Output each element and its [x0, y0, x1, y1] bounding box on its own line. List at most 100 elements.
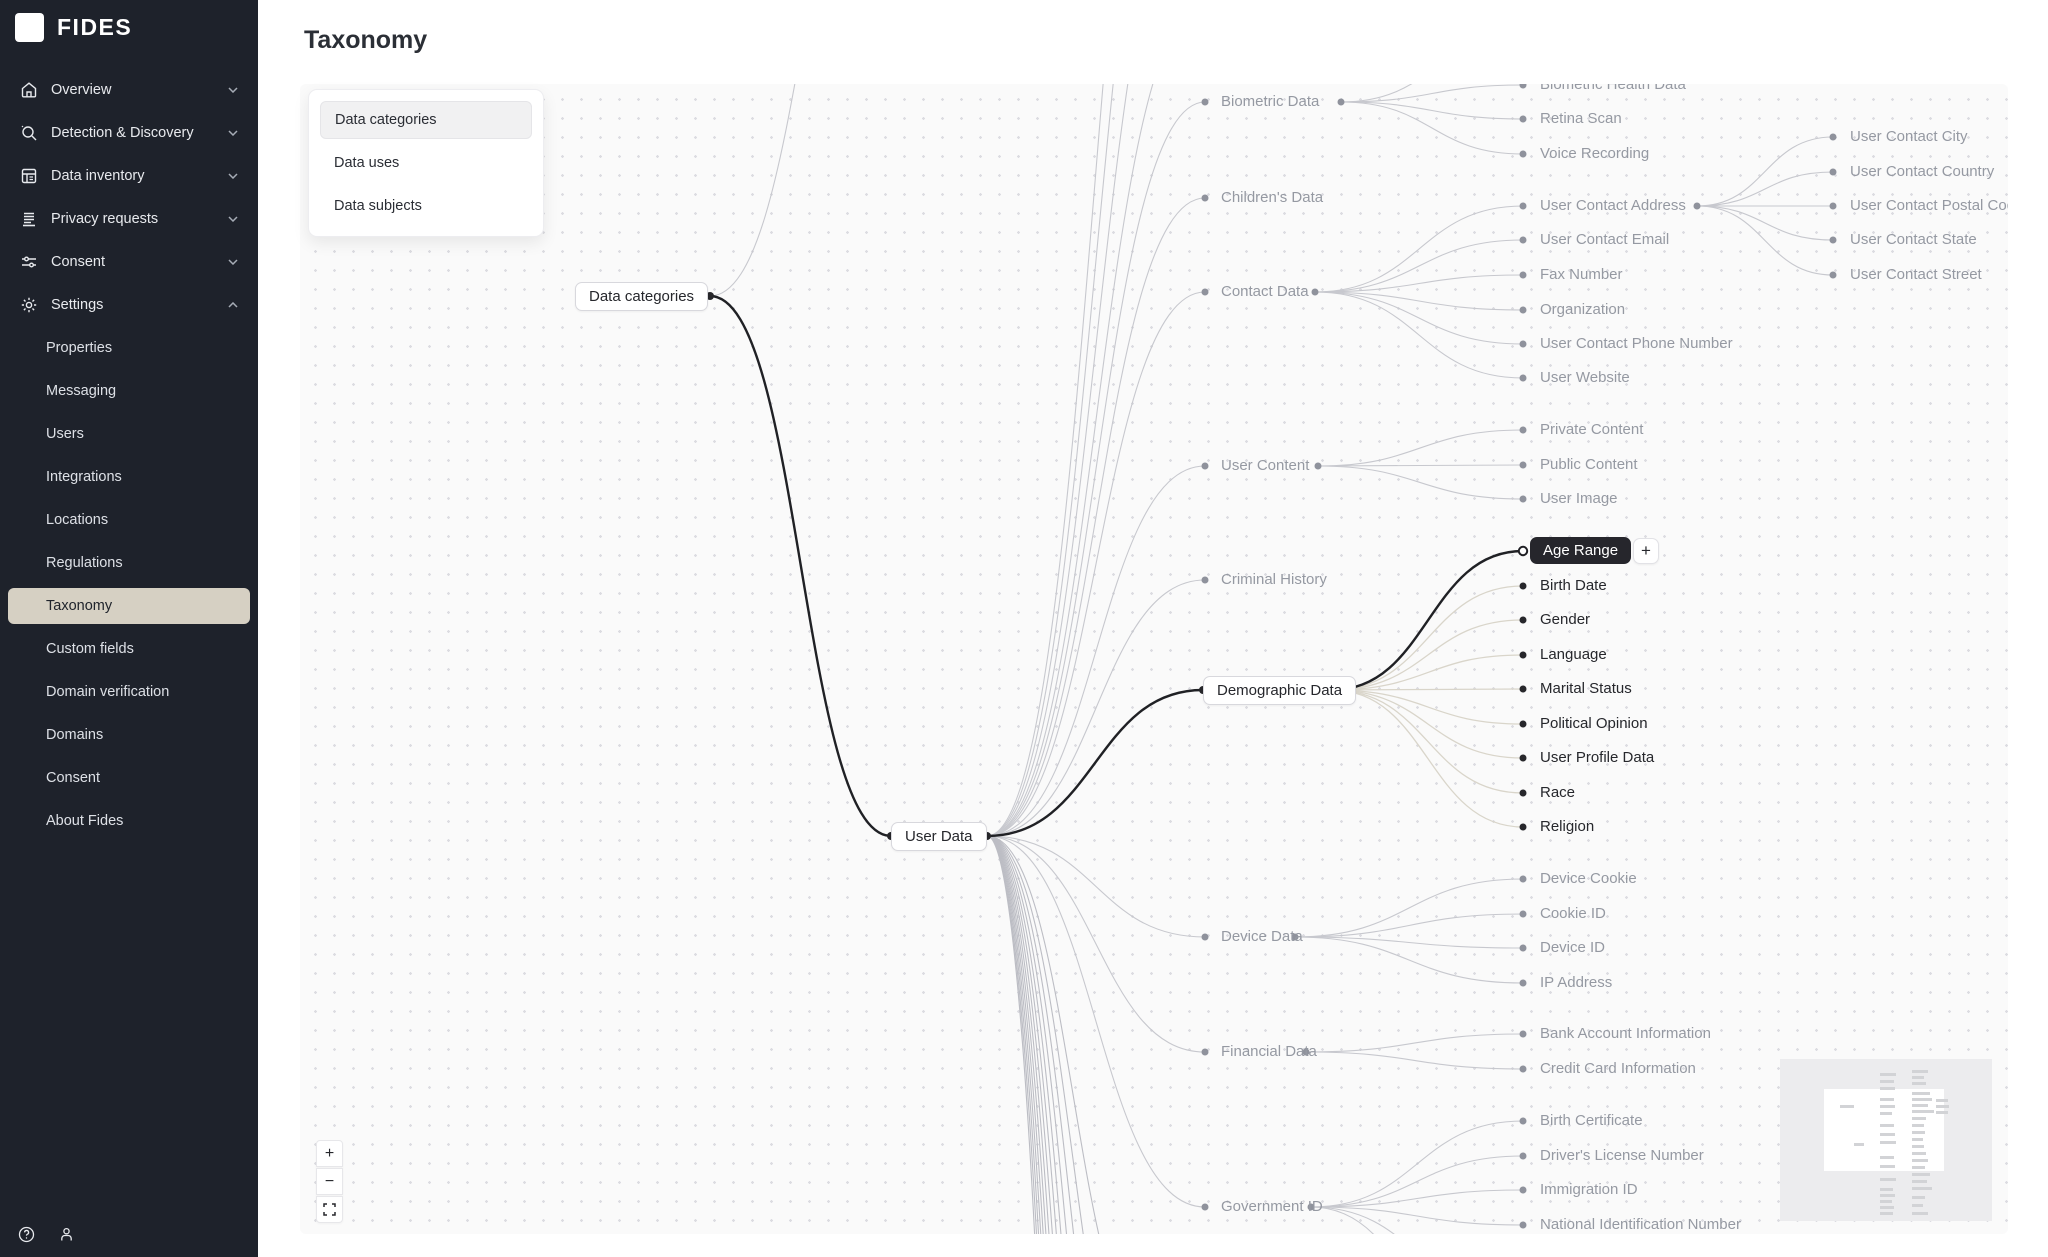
- tree-node-user-contact-country[interactable]: User Contact Country: [1850, 163, 1995, 180]
- tree-node-user-contact-phone-number[interactable]: User Contact Phone Number: [1540, 335, 1733, 352]
- tree-node-user-content[interactable]: User Content: [1221, 457, 1310, 474]
- tree-edges-demographic: [1331, 585, 1524, 828]
- sub-item-label: Consent: [46, 769, 101, 786]
- tree-node-biometric-health-data[interactable]: Biometric Health Data: [1540, 84, 1686, 93]
- page-title: Taxonomy: [304, 26, 428, 54]
- tree-node-public-content[interactable]: Public Content: [1540, 456, 1638, 473]
- sub-item-label: Regulations: [46, 554, 123, 571]
- chevron-down-icon: [228, 258, 238, 265]
- sidebar-item-about-fides[interactable]: About Fides: [0, 799, 258, 842]
- tree-node-user-profile-data[interactable]: User Profile Data: [1540, 749, 1655, 766]
- tree-node-voice-recording[interactable]: Voice Recording: [1540, 145, 1650, 162]
- tree-node-user-website[interactable]: User Website: [1540, 369, 1630, 386]
- tree-node-birth-certificate[interactable]: Birth Certificate: [1540, 1112, 1643, 1129]
- tree-node-birth-date[interactable]: Birth Date: [1540, 577, 1607, 594]
- sliders-icon: [20, 253, 38, 271]
- tree-node-device-id[interactable]: Device ID: [1540, 939, 1606, 956]
- tree-node-user-contact-address[interactable]: User Contact Address: [1540, 197, 1686, 214]
- sub-item-label: Domain verification: [46, 683, 170, 700]
- tree-node-organization[interactable]: Organization: [1540, 301, 1626, 318]
- tree-edges-highlighted: [709, 294, 1524, 838]
- tree-node-user-contact-email[interactable]: User Contact Email: [1540, 231, 1670, 248]
- sidebar-item-domain-verification[interactable]: Domain verification: [0, 670, 258, 713]
- sidebar-item-consent[interactable]: Consent: [0, 240, 258, 283]
- tree-node-marital-status[interactable]: Marital Status: [1540, 680, 1632, 697]
- sidebar-item-label: Data inventory: [51, 167, 145, 184]
- tree-node-age-range-selected[interactable]: Age Range: [1530, 537, 1632, 564]
- chevron-down-icon: [228, 129, 238, 136]
- help-icon[interactable]: [18, 1226, 35, 1243]
- tree-node-user-data[interactable]: User Data: [891, 822, 987, 851]
- sub-item-label: Locations: [46, 511, 109, 528]
- tree-node-user-contact-postal-code[interactable]: User Contact Postal Code: [1850, 197, 2008, 214]
- switcher-item-data-uses[interactable]: Data uses: [334, 155, 400, 171]
- sidebar-item-detection-discovery[interactable]: Detection & Discovery: [0, 111, 258, 154]
- tree-node-race[interactable]: Race: [1540, 784, 1576, 801]
- sub-item-label: Properties: [46, 339, 113, 356]
- switcher-item-data-categories[interactable]: Data categories: [320, 101, 532, 139]
- taxonomy-type-switcher: Data categories Data uses Data subjects: [308, 89, 544, 237]
- tree-node-childrens-data[interactable]: Children's Data: [1221, 189, 1324, 206]
- sidebar-item-data-inventory[interactable]: Data inventory: [0, 154, 258, 197]
- tree-node-private-content[interactable]: Private Content: [1540, 421, 1644, 438]
- tree-dots-selected: [706, 292, 1529, 840]
- tree-node-user-contact-state[interactable]: User Contact State: [1850, 231, 1977, 248]
- tree-node-ip-address[interactable]: IP Address: [1540, 974, 1613, 991]
- tree-node-cookie-id[interactable]: Cookie ID: [1540, 905, 1606, 922]
- tree-node-religion[interactable]: Religion: [1540, 818, 1595, 835]
- sidebar-nav: Overview Detection & Discovery Data inve…: [0, 54, 258, 842]
- sidebar-item-regulations[interactable]: Regulations: [0, 541, 258, 584]
- tree-node-user-image[interactable]: User Image: [1540, 490, 1618, 507]
- sidebar-item-overview[interactable]: Overview: [0, 68, 258, 111]
- user-icon[interactable]: [58, 1226, 75, 1243]
- search-icon: [20, 124, 38, 142]
- zoom-out-button[interactable]: −: [316, 1168, 343, 1195]
- sidebar-item-users[interactable]: Users: [0, 412, 258, 455]
- minimap[interactable]: [1780, 1059, 1992, 1221]
- tree-node-device-cookie[interactable]: Device Cookie: [1540, 870, 1637, 887]
- sidebar-item-settings[interactable]: Settings: [0, 283, 258, 326]
- canvas-zoom-controls: + −: [316, 1140, 343, 1223]
- tree-node-user-contact-city[interactable]: User Contact City: [1850, 128, 1968, 145]
- switcher-item-data-subjects[interactable]: Data subjects: [334, 198, 422, 214]
- tree-node-drivers-license-number[interactable]: Driver's License Number: [1540, 1147, 1704, 1164]
- chevron-down-icon: [228, 172, 238, 179]
- tree-node-device-data[interactable]: Device Data: [1221, 928, 1303, 945]
- gear-icon: [20, 296, 38, 314]
- tree-node-user-contact-street[interactable]: User Contact Street: [1850, 266, 1982, 283]
- home-icon: [20, 81, 38, 99]
- tree-node-biometric-data[interactable]: Biometric Data: [1221, 93, 1320, 110]
- tree-node-contact-data[interactable]: Contact Data: [1221, 283, 1309, 300]
- zoom-in-button[interactable]: +: [316, 1140, 343, 1167]
- tree-node-immigration-id[interactable]: Immigration ID: [1540, 1181, 1638, 1198]
- tree-node-demographic-data[interactable]: Demographic Data: [1203, 676, 1357, 705]
- tree-edges-offscreen-bundle: [986, 835, 1100, 1234]
- fit-view-button[interactable]: [316, 1196, 343, 1223]
- sidebar-item-properties[interactable]: Properties: [0, 326, 258, 369]
- tree-node-retina-scan[interactable]: Retina Scan: [1540, 110, 1622, 127]
- tree-node-national-identification-number[interactable]: National Identification Number: [1540, 1216, 1741, 1233]
- tree-node-language[interactable]: Language: [1540, 646, 1607, 663]
- add-child-button[interactable]: +: [1633, 538, 1659, 564]
- tree-node-government-id[interactable]: Government ID: [1221, 1198, 1323, 1215]
- sidebar-item-domains[interactable]: Domains: [0, 713, 258, 756]
- chevron-down-icon: [228, 215, 238, 222]
- tree-node-credit-card-information[interactable]: Credit Card Information: [1540, 1060, 1696, 1077]
- sidebar-item-locations[interactable]: Locations: [0, 498, 258, 541]
- sidebar-item-taxonomy[interactable]: Taxonomy: [0, 584, 258, 627]
- sidebar-item-messaging[interactable]: Messaging: [0, 369, 258, 412]
- tree-node-financial-data[interactable]: Financial Data: [1221, 1043, 1317, 1060]
- tree-node-criminal-history[interactable]: Criminal History: [1221, 571, 1327, 588]
- tree-node-bank-account-information[interactable]: Bank Account Information: [1540, 1025, 1711, 1042]
- sidebar-item-custom-fields[interactable]: Custom fields: [0, 627, 258, 670]
- tree-graph: [706, 84, 1992, 1234]
- logo: FIDES: [0, 0, 258, 54]
- sidebar-item-privacy-requests[interactable]: Privacy requests: [0, 197, 258, 240]
- tree-node-gender[interactable]: Gender: [1540, 611, 1591, 628]
- tree-node-fax-number[interactable]: Fax Number: [1540, 266, 1623, 283]
- sidebar-item-consent-settings[interactable]: Consent: [0, 756, 258, 799]
- sidebar-item-integrations[interactable]: Integrations: [0, 455, 258, 498]
- taxonomy-canvas[interactable]: Data categories User Data Demographic Da…: [300, 84, 2008, 1234]
- tree-node-political-opinion[interactable]: Political Opinion: [1540, 715, 1648, 732]
- tree-node-data-categories[interactable]: Data categories: [575, 282, 709, 311]
